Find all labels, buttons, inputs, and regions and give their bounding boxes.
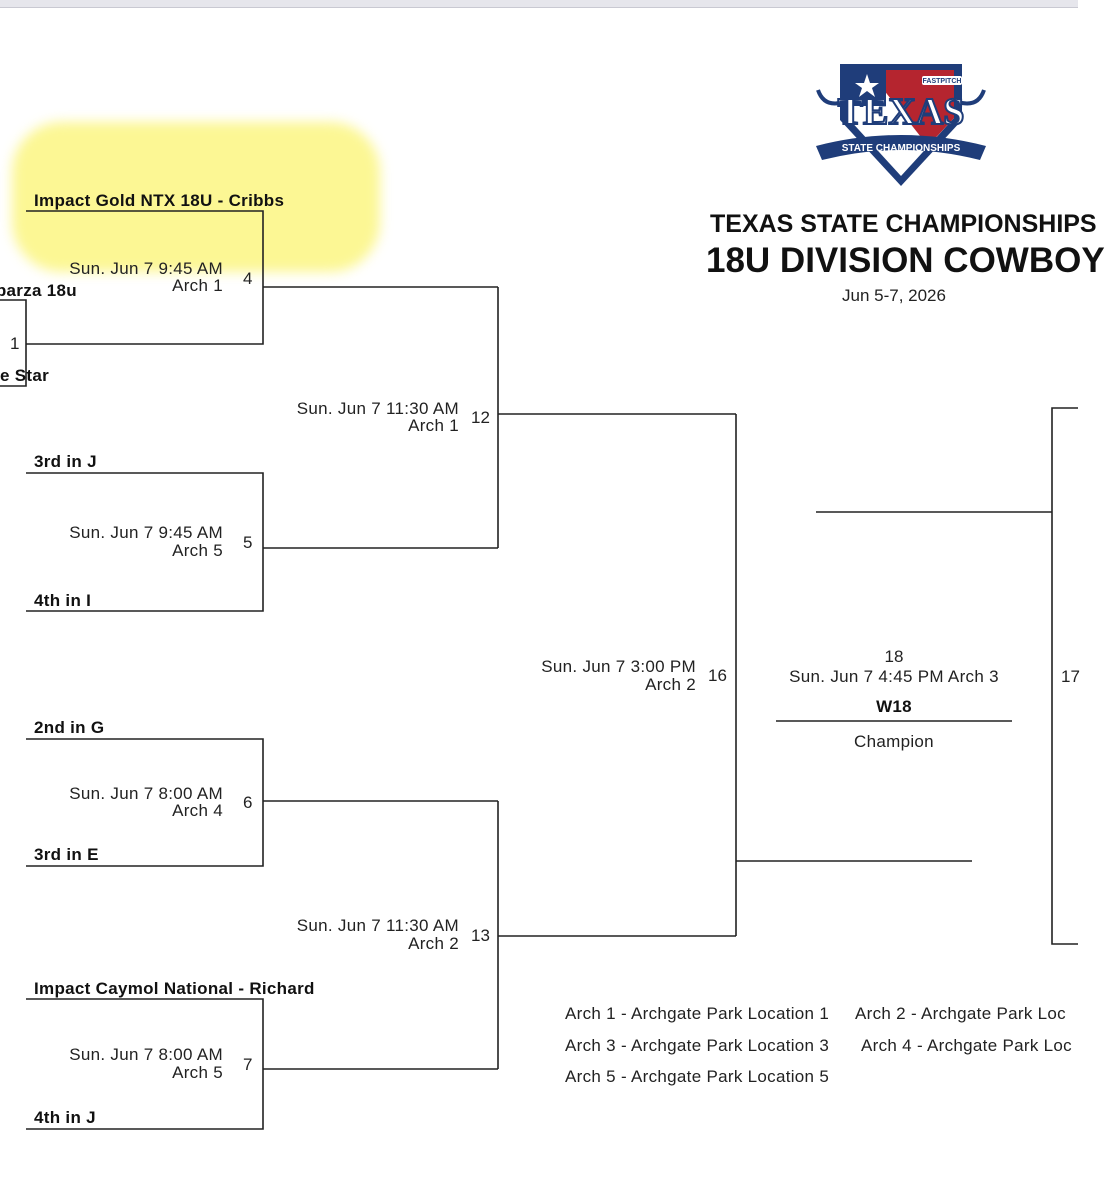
legend-arch-2: Arch 2 - Archgate Park Loc [855,1004,1066,1023]
game-13-time: Sun. Jun 7 11:30 AM [296,916,459,935]
legend-arch-5: Arch 5 - Archgate Park Location 5 [565,1067,830,1086]
game-13-number: 13 [471,926,490,945]
game-5-number: 5 [243,533,253,552]
svg-text:FASTPITCH: FASTPITCH [923,78,962,85]
game-4-field: Arch 1 [172,276,223,295]
game-7-connector [26,998,264,1130]
game-17-connector [1051,407,1078,945]
title-line-2: 18U DIVISION COWBOY [706,241,1105,280]
tournament-dates: Jun 5-7, 2026 [842,286,946,305]
game-4-connector [26,210,264,345]
game-6-team-top: 2nd in G [34,718,105,737]
final-game-number: 18 [884,647,904,666]
title-line-1: TEXAS STATE CHAMPIONSHIPS [710,210,1097,238]
game-17-number: 17 [1061,667,1080,686]
highlighter-mark [12,122,380,272]
game-6-field: Arch 4 [172,801,223,820]
game-1-team-top: parza 18u [0,281,77,300]
game-7-team-bottom: 4th in J [34,1108,96,1127]
game-12-field: Arch 1 [408,416,459,435]
svg-text:STATE CHAMPIONSHIPS: STATE CHAMPIONSHIPS [842,143,961,154]
game-5-connector [26,472,264,612]
game-7-number: 7 [243,1055,253,1074]
legend-arch-1: Arch 1 - Archgate Park Location 1 [565,1004,830,1023]
bracket-lines [0,210,1078,1130]
game-5-field: Arch 5 [172,541,223,560]
legend-arch-3: Arch 3 - Archgate Park Location 3 [565,1036,830,1055]
game-5-team-top: 3rd in J [34,452,97,471]
game-16-time: Sun. Jun 7 3:00 PM [541,657,696,676]
game-4-team-top: Impact Gold NTX 18U - Cribbs [34,191,285,210]
game-1-connector [0,299,27,387]
game-4-number: 4 [243,269,253,288]
game-5-time: Sun. Jun 7 9:45 AM [69,523,223,542]
game-12-time: Sun. Jun 7 11:30 AM [296,399,459,418]
window-top-edge [0,0,1078,8]
texas-championships-logo: FASTPITCH TEXAS STATE CHAMPIONSHIPS [816,64,986,186]
legend-arch-4: Arch 4 - Archgate Park Loc [861,1036,1072,1055]
game-7-field: Arch 5 [172,1063,223,1082]
final-game-time: Sun. Jun 7 4:45 PM Arch 3 [789,667,999,686]
game-16-number: 16 [708,666,727,685]
game-4-time: Sun. Jun 7 9:45 AM [69,259,223,278]
game-5-team-bottom: 4th in I [34,591,92,610]
game-6-time: Sun. Jun 7 8:00 AM [69,784,223,803]
game-6-number: 6 [243,793,253,812]
svg-text:TEXAS: TEXAS [838,91,965,133]
game-16-field: Arch 2 [645,675,696,694]
champion-label: Champion [854,732,934,751]
game-7-team-top: Impact Caymol National - Richard [34,979,315,998]
game-6-connector [26,738,264,867]
final-winner: W18 [876,697,912,716]
game-13-field: Arch 2 [408,934,459,953]
game-7-time: Sun. Jun 7 8:00 AM [69,1045,223,1064]
game-1-number: 1 [10,334,20,353]
game-6-team-bottom: 3rd in E [34,845,99,864]
game-1-team-bottom: e Star [0,366,50,385]
game-12-number: 12 [471,408,490,427]
